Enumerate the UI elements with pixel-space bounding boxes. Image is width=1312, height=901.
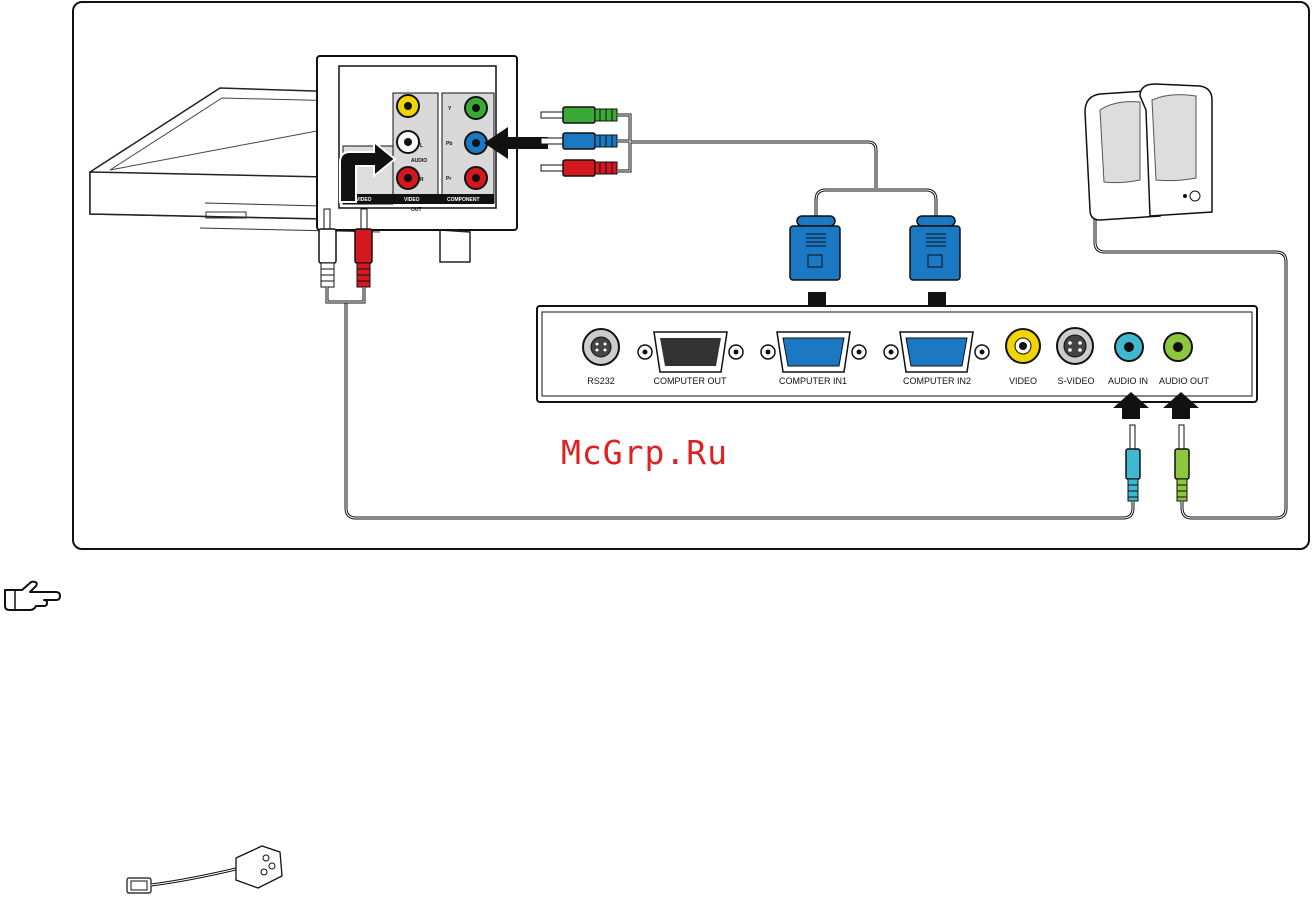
label-video-1: VIDEO: [356, 197, 372, 203]
label-pr: Pr: [446, 176, 451, 182]
rs232-port: [583, 329, 619, 365]
vga-y-cable-icon: [127, 846, 282, 893]
label-r: R: [420, 177, 424, 183]
port-label-video: VIDEO: [1009, 376, 1037, 386]
label-out: OUT: [411, 207, 422, 213]
port-label-computer-in1: COMPUTER IN1: [779, 376, 847, 386]
label-component: COMPONENT: [447, 197, 480, 203]
port-label-computer-in2: COMPUTER IN2: [903, 376, 971, 386]
projector-panel: RS232 COMPUTER OUT COMPUTER IN1 COMPUTER…: [537, 306, 1257, 402]
vga-plug-2: [910, 216, 960, 280]
s-video-port: [1057, 328, 1093, 364]
port-label-s-video: S-VIDEO: [1057, 376, 1094, 386]
watermark-text: McGrp.Ru: [561, 433, 728, 472]
audio-in-port: [1115, 333, 1143, 361]
speakers: [1085, 84, 1212, 220]
audio-out-port: [1164, 333, 1192, 361]
label-pb: Pb: [446, 141, 452, 147]
label-l: L: [420, 143, 423, 149]
label-video-2: VIDEO: [404, 197, 420, 203]
video-port: [1006, 329, 1040, 363]
hand-pointer-icon: [5, 582, 60, 610]
label-audio: AUDIO: [411, 158, 427, 164]
port-label-rs232: RS232: [587, 376, 615, 386]
port-label-audio-in: AUDIO IN: [1108, 376, 1148, 386]
port-label-computer-out: COMPUTER OUT: [654, 376, 728, 386]
vga-plug-1: [790, 216, 840, 280]
port-label-audio-out: AUDIO OUT: [1159, 376, 1210, 386]
